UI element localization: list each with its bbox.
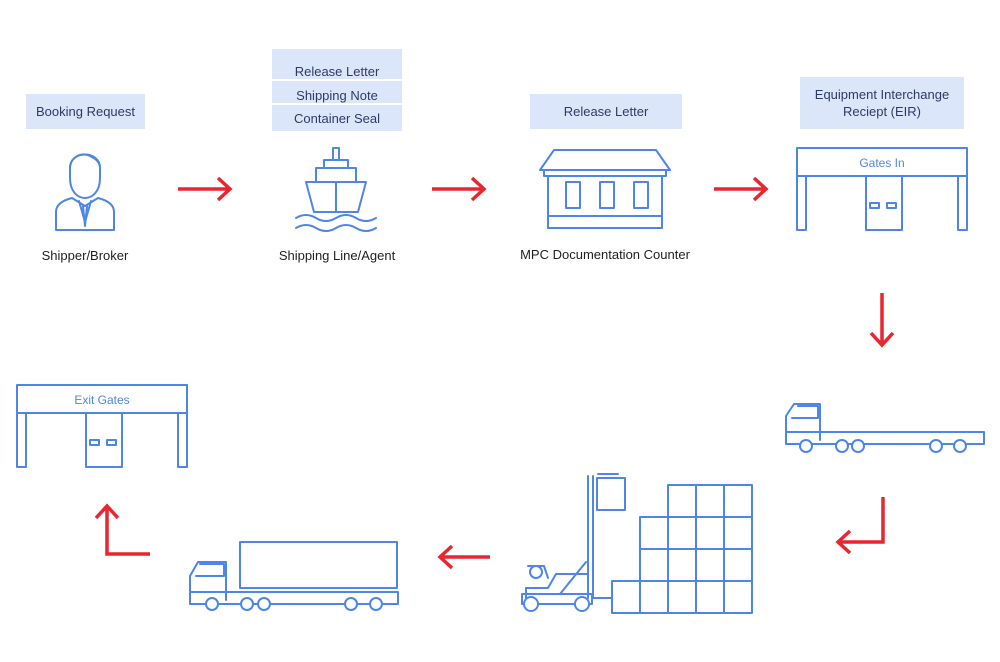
arrow-up-icon xyxy=(94,503,150,556)
document-label: Equipment Interchange xyxy=(814,87,950,102)
businessman-icon xyxy=(55,153,115,231)
ship-icon xyxy=(295,147,377,232)
exit-gates-sign: Exit Gates xyxy=(74,393,129,407)
arrow-left-icon xyxy=(437,544,490,570)
arrow-right-icon xyxy=(714,176,769,202)
arrow-right-icon xyxy=(432,176,487,202)
document-label: Booking Request xyxy=(35,104,135,119)
container-truck-icon xyxy=(189,541,399,611)
arrow-down-left-icon xyxy=(835,497,885,555)
gates-in-sign: Gates In xyxy=(859,156,904,170)
shipping-line-documents-box: Release Letter Shipping Note Container S… xyxy=(272,49,402,131)
document-label: Reciept (EIR) xyxy=(842,104,922,119)
document-label: Release Letter xyxy=(563,104,649,119)
gate-icon xyxy=(16,384,188,468)
document-label: Shipping Note xyxy=(296,87,378,103)
document-label: Release Letter xyxy=(294,64,380,79)
document-label: Container Seal xyxy=(294,111,380,126)
divider xyxy=(272,103,402,105)
release-letter-box: Release Letter xyxy=(530,94,682,129)
flatbed-truck-icon xyxy=(785,403,985,453)
shipper-caption: Shipper/Broker xyxy=(41,248,129,263)
mpc-counter-caption: MPC Documentation Counter xyxy=(520,247,690,262)
building-icon xyxy=(539,149,671,229)
shipping-line-caption: Shipping Line/Agent xyxy=(278,248,396,263)
forklift-containers-icon xyxy=(521,473,753,614)
gate-icon xyxy=(796,147,968,231)
booking-request-box: Booking Request xyxy=(26,94,145,129)
arrow-right-icon xyxy=(178,176,233,202)
eir-box: Equipment Interchange Reciept (EIR) xyxy=(800,77,964,129)
arrow-down-icon xyxy=(869,293,895,348)
divider xyxy=(272,79,402,81)
